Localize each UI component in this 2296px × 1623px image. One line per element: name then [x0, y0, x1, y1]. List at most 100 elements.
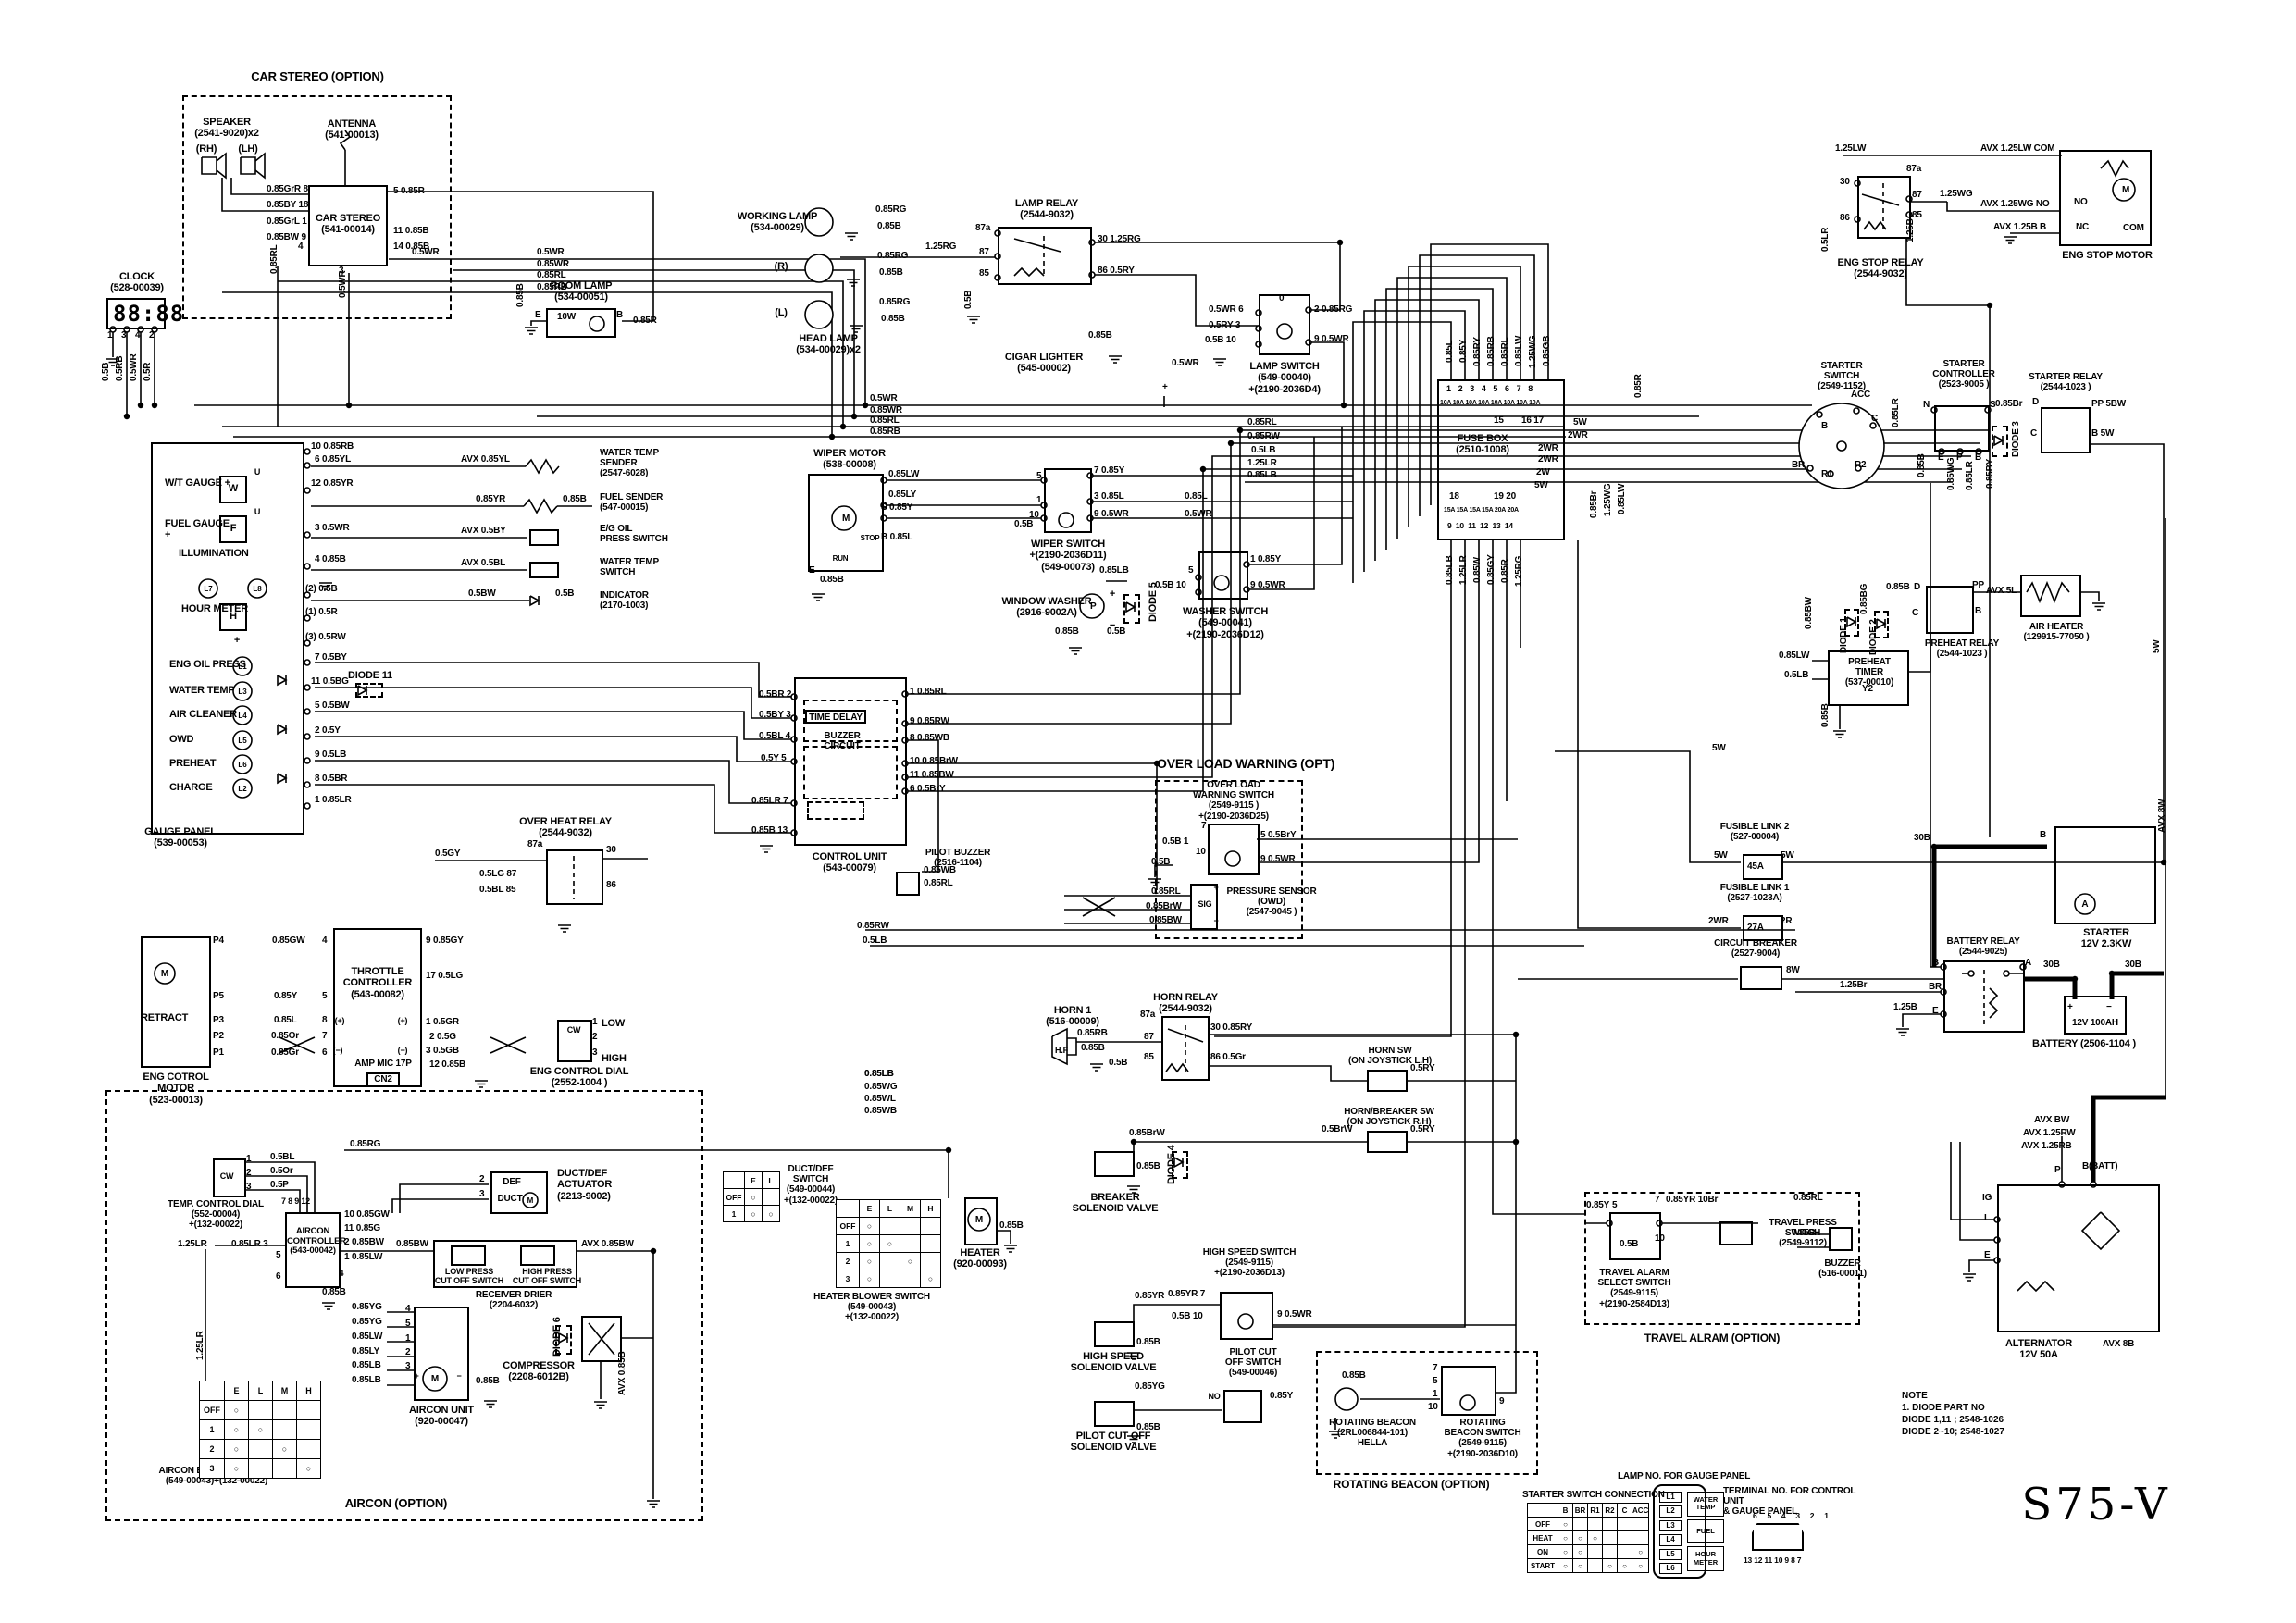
wire — [1555, 750, 1741, 863]
wire-label: 0.85Gr — [271, 1047, 299, 1058]
wire — [1094, 274, 1259, 327]
wiper-switch-box — [1044, 468, 1092, 533]
wire-label: 11 0.5BG — [311, 676, 349, 687]
aircon-controller-box — [285, 1212, 341, 1288]
heater-label: HEATER (920-00093) — [953, 1247, 1007, 1270]
clock-label: CLOCK (528-00039) — [110, 271, 164, 294]
wire-label: 1.25LR — [1247, 458, 1277, 468]
wire-label: 87a — [1140, 1010, 1156, 1020]
junction — [137, 402, 144, 409]
wire — [907, 739, 939, 873]
wire-label: DIODE 1 — [1839, 617, 1849, 653]
junction — [1199, 465, 1207, 473]
wire-label: 6 — [322, 1047, 328, 1058]
washer-switch-label: WASHER SWITCH (549-00041) +(2190-2036D12… — [1182, 606, 1269, 640]
aircon-section-title: AIRCON (OPTION) — [344, 1496, 448, 1510]
wire-label: 9 0.5WR — [1250, 580, 1285, 590]
wire — [388, 191, 654, 322]
wire-label: 12 0.85B — [429, 1059, 465, 1070]
wire-label: 0.85LR — [1965, 461, 1975, 490]
comp-label: ILLUMINATION — [179, 548, 249, 559]
overload-section-title: OVER LOAD WARNING (OPT) — [1157, 756, 1335, 771]
wire-label: 4 — [339, 1269, 344, 1279]
comp-label: U — [254, 507, 261, 516]
horn-sw-label: HORN SW (ON JOYSTICK L.H) — [1348, 1046, 1432, 1067]
pin — [304, 591, 311, 599]
travel-press-label: TRAVEL PRESS SWITCH (2549-9112) — [1769, 1218, 1837, 1249]
comp-label: (L) — [775, 307, 788, 318]
control-unit-box — [794, 677, 907, 846]
comp-label: FUEL GAUGE + — [165, 518, 230, 541]
wire-label: 0.5B — [1109, 1058, 1128, 1068]
wire-label: 1.25RG — [1514, 555, 1524, 587]
duct-def-actuator-label: DUCT/DEF ACTUATOR (2213-9002) — [557, 1168, 613, 1202]
pin — [304, 708, 311, 715]
ground-icon — [812, 593, 825, 601]
wire-label: 0.5WR — [129, 353, 139, 381]
wire-label: 0.85RL — [1500, 337, 1510, 366]
ground-icon — [1963, 1273, 1976, 1282]
wire-label: DIODE 2 — [1868, 619, 1879, 655]
wire-label: 0.85RL — [1151, 886, 1181, 897]
symbol-circle — [1836, 440, 1847, 452]
wire-label: 0.5R — [143, 362, 153, 381]
junction — [123, 413, 130, 420]
wire-label: 9 0.5WR — [1314, 334, 1349, 344]
starter-relay-box — [2041, 407, 2091, 453]
wire-label: 0.85Br — [1995, 399, 2023, 409]
pressure-sensor-box — [1190, 884, 1218, 930]
eng-control-motor-label: ENG COTROL MOTOR (523-00013) — [143, 1072, 209, 1106]
wire-label: 2WR — [1568, 430, 1588, 440]
comp-box — [433, 1240, 577, 1288]
receiver-drier-label: RECEIVER DRIER (2204-6032) — [475, 1290, 552, 1311]
wire-label: C — [1912, 608, 1919, 618]
wire-label: 0.85B — [322, 1287, 346, 1297]
lamp-legend-item: L3 — [1659, 1519, 1682, 1532]
comp-label: ENG OIL PRESS — [169, 659, 246, 670]
wire-label: S — [1990, 400, 1996, 410]
wire-label: 3 0.85L — [1094, 491, 1124, 502]
wire-label: 0.85B — [1088, 330, 1112, 341]
wire-label: P3 — [213, 1015, 224, 1025]
overheat-relay-box — [546, 849, 603, 905]
wire-label: 0.5BL — [270, 1152, 295, 1162]
wire-label: 1 — [107, 330, 113, 341]
junction — [1130, 1138, 1137, 1146]
wire — [1247, 437, 1315, 590]
diode3-box — [1992, 426, 2008, 457]
wire-label: 0.85Y — [274, 991, 298, 1001]
wire — [391, 1198, 489, 1213]
circle-letter: L4 — [238, 712, 247, 720]
ground-icon — [1833, 730, 1846, 738]
beacon-switch-box — [1441, 1366, 1496, 1416]
wire — [1492, 540, 1584, 1215]
wire — [279, 1036, 316, 1054]
circle-letter: M — [431, 1374, 439, 1384]
diode-icon — [277, 773, 288, 785]
wire — [907, 468, 1962, 792]
overload-switch-label: OVER LOAD WARNING SWITCH (2549-9115 ) +(… — [1193, 780, 1274, 822]
comp-label: LOW PRESS CUT OFF SWITCH — [434, 1267, 504, 1286]
air-heater-box — [2020, 575, 2081, 617]
wire-label: B 0.85L — [881, 532, 913, 542]
wire-label: IG — [1982, 1193, 1992, 1203]
duct-def-actuator-box — [490, 1171, 548, 1214]
wire-label: 18 — [1449, 491, 1459, 502]
overload-switch-box — [1208, 824, 1260, 875]
wire-label: E — [1938, 452, 1944, 463]
wire — [315, 784, 794, 834]
wire-label: 0.5RB — [115, 355, 125, 381]
wire-label: 87 — [1912, 190, 1922, 200]
wire-label: 0.5RY — [1410, 1063, 1435, 1073]
wire-label: 0.85L — [274, 1015, 297, 1025]
wire — [2091, 443, 2165, 862]
comp-label: TIME DELAY — [809, 712, 863, 723]
wire-label: 0.85LR — [1891, 398, 1901, 427]
head-lamp-label: HEAD LAMP (534-00029)x2 — [796, 333, 861, 356]
lamp-switch-label: LAMP SWITCH (549-00040) +(2190-2036D4) — [1248, 361, 1321, 395]
wire-label: 8 0.85WB — [910, 733, 949, 743]
diode11-label: DIODE 11 — [348, 670, 392, 681]
junction — [2071, 975, 2079, 983]
